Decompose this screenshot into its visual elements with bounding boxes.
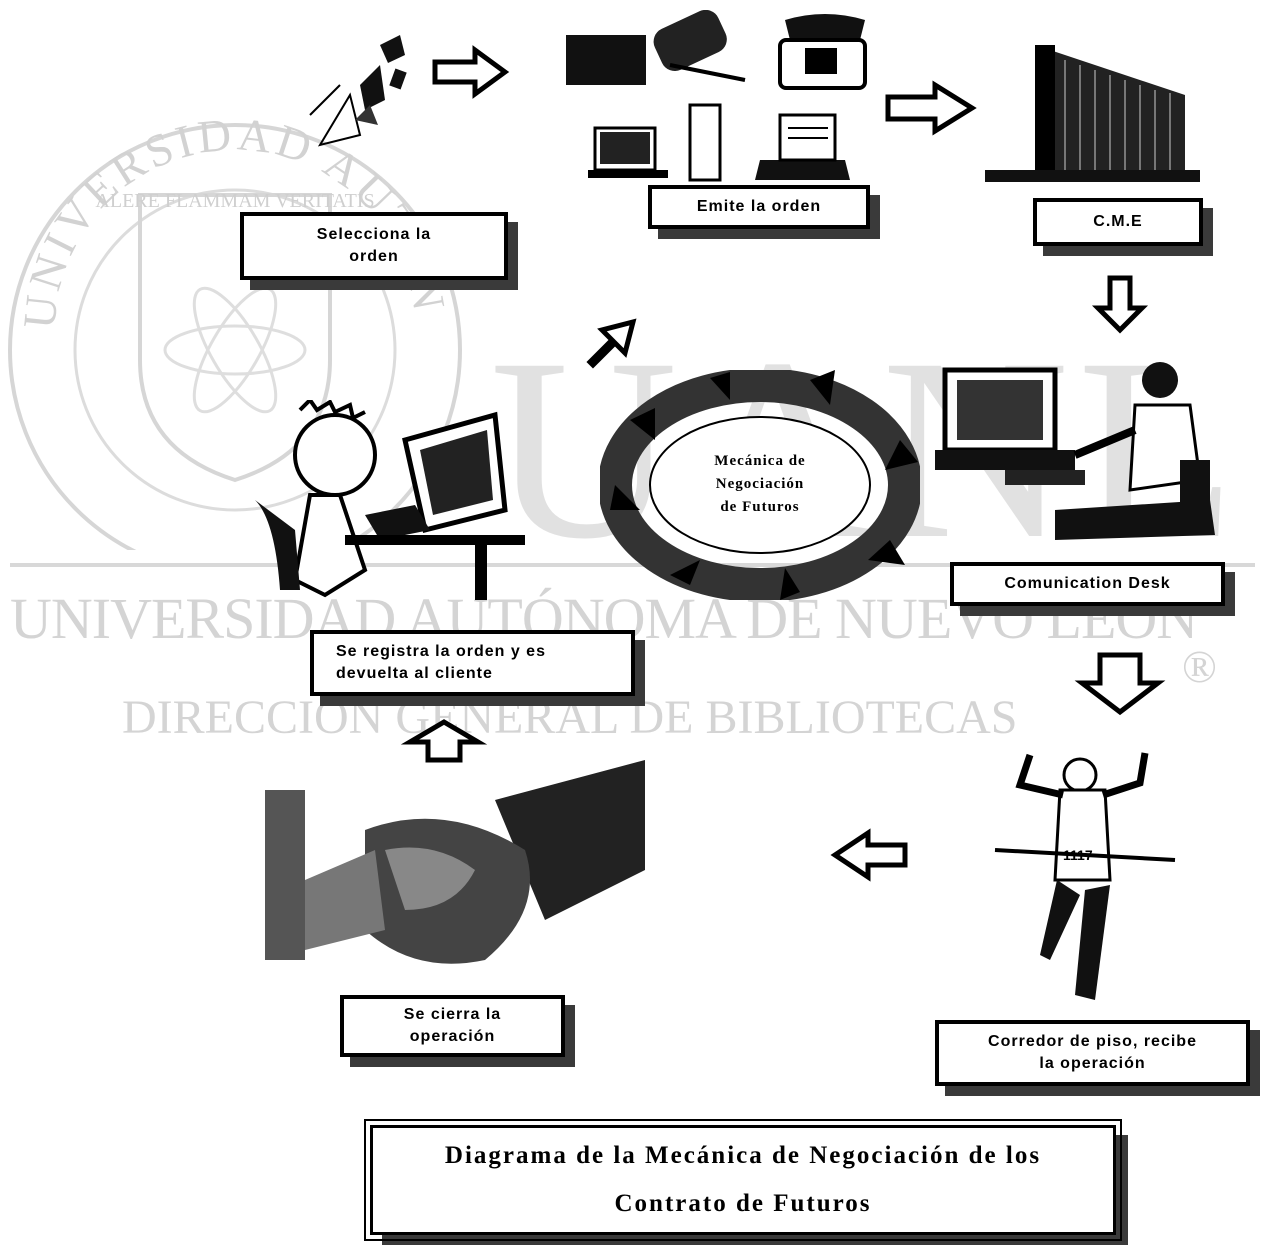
step-registra-orden: Se registra la orden y es devuelta al cl… xyxy=(310,630,635,696)
step-emite-orden: Emite la orden xyxy=(648,185,870,229)
papers-illustration xyxy=(309,35,407,147)
watermark-registered-mark: ® xyxy=(1182,641,1217,692)
communication-devices-illustration xyxy=(566,10,867,182)
step-registra-text: Se registra la orden y es devuelta al cl… xyxy=(336,643,546,682)
client-computer-illustration xyxy=(255,400,525,600)
step-cierra-text: Se cierra la operación xyxy=(403,1006,502,1045)
watermark-motto: ALERE FLAMMAM VERITATIS xyxy=(95,190,374,212)
step-cme: C.M.E xyxy=(1033,198,1203,246)
step-selecciona-text: Selecciona la orden xyxy=(316,226,432,265)
building-illustration xyxy=(985,45,1200,182)
step-corredor-text: Corredor de piso, recibe la operación xyxy=(988,1033,1197,1072)
step-corredor-piso: Corredor de piso, recibe la operación xyxy=(935,1020,1250,1086)
step-selecciona-orden: Selecciona la orden xyxy=(240,212,508,280)
caption-line2: Contrato de Futuros xyxy=(614,1190,872,1217)
step-desk-text: Comunication Desk xyxy=(1004,575,1171,592)
step-cme-text: C.M.E xyxy=(1093,213,1143,230)
step-emite-text: Emite la orden xyxy=(696,198,822,215)
watermark-seal: UNIVERSIDAD AUTONOMA DE NUEVO LEON ALERE… xyxy=(0,80,462,550)
watermark-library-name: DIRECCIÓN GENERAL DE BIBLIOTECAS xyxy=(122,691,1018,744)
desk-operator-illustration xyxy=(935,362,1215,540)
handshake-illustration xyxy=(265,760,645,964)
watermark-divider xyxy=(10,563,1255,567)
step-comunication-desk: Comunication Desk xyxy=(950,562,1225,606)
cycle-center-label: Mecánica de Negociación de Futuros xyxy=(714,453,806,515)
cycle-diagram xyxy=(600,370,920,600)
floor-runner-illustration: 1117 xyxy=(994,752,1176,1000)
caption-line1: Diagrama de la Mecánica de Negociación d… xyxy=(444,1142,1042,1169)
step-cierra-operacion: Se cierra la operación xyxy=(340,995,565,1057)
diagram-caption: Diagrama de la Mecánica de Negociación d… xyxy=(364,1119,1122,1241)
svg-text:1117: 1117 xyxy=(1063,847,1093,863)
